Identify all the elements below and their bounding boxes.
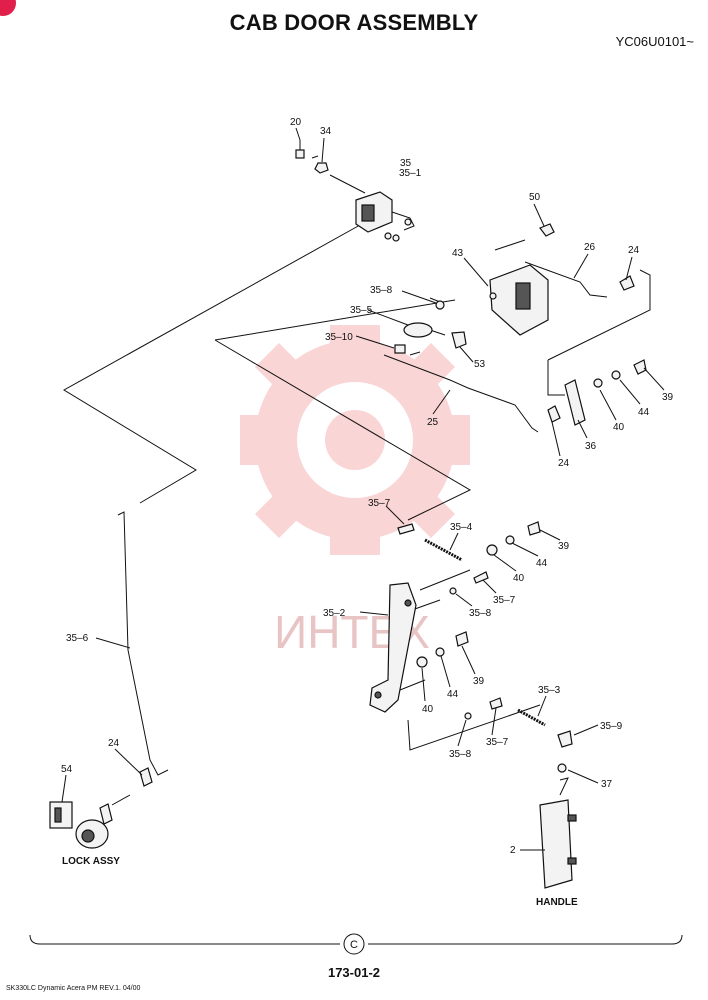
washer-icon [486,544,498,556]
part-label: 26 [584,242,596,253]
nut-icon [314,162,329,174]
part-label: 35–9 [600,721,623,732]
inner-handle-icon [489,264,549,336]
part-label: 35–8 [449,749,472,760]
footer-rule: C [29,933,683,955]
stud-35-3-icon [517,708,546,727]
part-label: 35–10 [325,332,353,343]
part-label: 35–2 [323,608,346,619]
page-title: CAB DOOR ASSEMBLY [229,10,479,35]
rod-35-6-icon [117,511,169,776]
part-labels: 20 34 35 35–1 50 26 24 43 35–8 35–5 35–1… [61,117,674,856]
pin-icon [449,587,457,595]
part-label: 35–8 [370,285,393,296]
rod-26-icon [524,261,608,298]
part-label: 34 [320,126,332,137]
part-label: 35–7 [493,595,516,606]
part-label: 44 [638,407,650,418]
lock-cylinder-icon [49,801,113,849]
part-label: 35–5 [350,305,373,316]
part-label: 2 [510,845,516,856]
spacer-icon [394,344,406,354]
part-label: 44 [536,558,548,569]
part-label: 35–3 [538,685,561,696]
revision-note: SK330LC Dynamic Acera PM REV.1. 04/00 [6,985,141,992]
pin-icon [464,712,472,720]
part-label: 24 [628,245,640,256]
part-label: 24 [108,738,120,749]
washer-icon [416,656,428,668]
copyright-symbol: C [350,939,358,951]
screw-icon [539,223,555,237]
page-number: 173-01-2 [327,965,381,980]
bushing-icon [557,730,573,748]
corner-badge-icon [0,0,16,16]
part-label: 39 [473,676,485,687]
screw-icon [557,763,567,773]
part-label: 20 [290,117,302,128]
part-label: 36 [585,441,597,452]
outer-handle-icon [539,799,577,889]
part-label: 50 [529,192,541,203]
bolt-icon [473,571,489,584]
nut-icon [455,631,469,647]
part-label: 40 [613,422,625,433]
part-label: 35–6 [66,633,89,644]
bolt-icon [295,140,305,159]
part-label: 24 [558,458,570,469]
bolt-icon [489,697,503,710]
bolt-icon [397,523,415,535]
pin-icon [435,300,445,310]
handle-caption: HANDLE [536,897,578,908]
latch-assembly-icon [355,191,415,242]
part-label: 44 [447,689,459,700]
lock-assy-caption: LOCK ASSY [62,856,120,867]
part-label: 40 [422,704,434,715]
part-label: 39 [558,541,570,552]
rod-25-icon [383,354,539,433]
part-label: 25 [427,417,439,428]
part-label: 35–4 [450,522,473,533]
part-label: 37 [601,779,613,790]
part-label: 40 [513,573,525,584]
bracket-36-icon [547,359,647,426]
part-label: 35–7 [368,498,391,509]
lock-washer-icon [435,647,445,657]
lock-washer-icon [505,535,515,545]
clip-icon [139,767,153,787]
model-code: YC06U0101~ [615,34,694,49]
cap-icon [451,331,467,349]
part-label: 35–8 [469,608,492,619]
stud-35-4-icon [424,538,463,562]
part-label: 53 [474,359,486,370]
part-label: 54 [61,764,73,775]
leader-lines [61,127,665,851]
nut-icon [527,521,541,536]
part-label: 35–1 [399,168,422,179]
link-plate-icon [403,322,433,338]
part-label: 43 [452,248,464,259]
part-label: 39 [662,392,674,403]
watermark-gear-icon [240,325,470,555]
lever-arm-icon [369,582,417,713]
part-label: 35 [400,158,412,169]
reference-lines [63,155,651,806]
part-label: 35–7 [486,737,509,748]
